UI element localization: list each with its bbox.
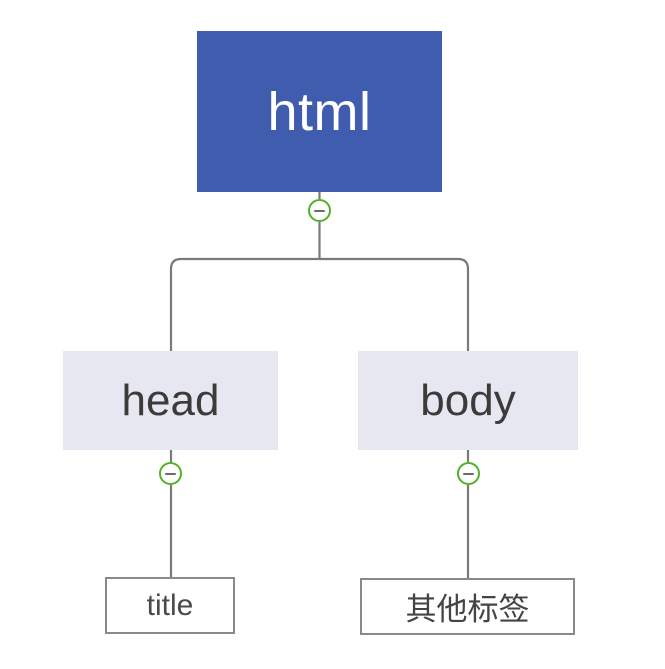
minus-icon — [463, 472, 474, 475]
node-head[interactable]: head — [63, 351, 278, 450]
node-html-label: html — [267, 81, 372, 142]
edge-html-head — [169, 257, 320, 351]
node-other-tags[interactable]: 其他标签 — [360, 578, 575, 635]
minus-icon — [314, 209, 325, 212]
node-other-tags-label: 其他标签 — [405, 592, 530, 627]
node-body[interactable]: body — [358, 351, 578, 450]
node-html[interactable]: html — [197, 31, 442, 192]
collapse-toggle-head-minus-circle-icon[interactable] — [159, 462, 182, 485]
node-title[interactable]: title — [105, 577, 235, 634]
collapse-toggle-html-minus-circle-icon[interactable] — [308, 199, 331, 222]
node-title-label: title — [146, 588, 194, 622]
node-head-label: head — [121, 375, 220, 425]
minus-icon — [165, 472, 176, 475]
edge-html-body — [319, 257, 470, 351]
node-body-label: body — [420, 375, 516, 425]
collapse-toggle-body-minus-circle-icon[interactable] — [457, 462, 480, 485]
